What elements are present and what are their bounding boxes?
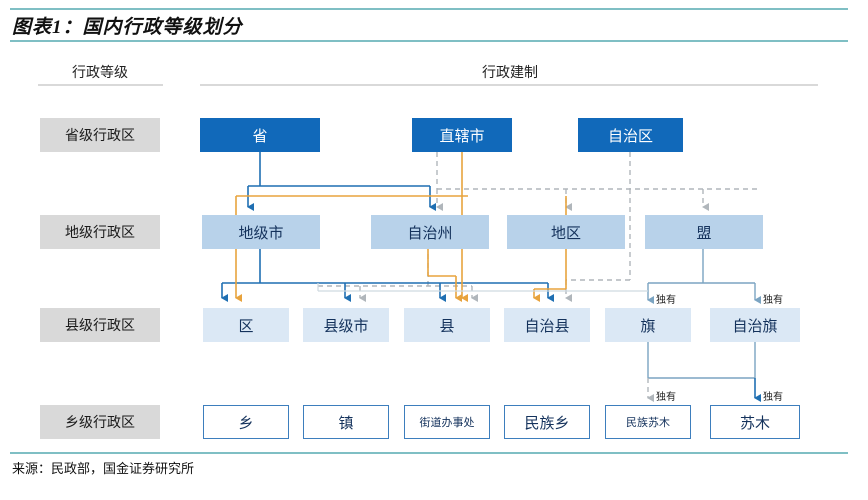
level-label-text: 省级行政区: [65, 129, 135, 144]
node-meng[interactable]: 盟: [645, 215, 763, 249]
column-header-system-rule: [200, 84, 818, 86]
node-xianjishi[interactable]: 县级市: [303, 308, 389, 342]
node-label: 地级市: [238, 225, 284, 242]
level-label-township: 乡级行政区: [40, 405, 160, 439]
node-zizhiqu[interactable]: 自治区: [578, 118, 683, 152]
title-divider: [10, 40, 848, 42]
level-label-text: 地级行政区: [65, 226, 135, 241]
node-label: 民族乡: [524, 415, 570, 432]
column-header-system: 行政建制: [482, 66, 538, 81]
level-label-county: 县级行政区: [40, 308, 160, 342]
column-header-level-rule: [38, 84, 163, 86]
node-minzuxiang[interactable]: 民族乡: [504, 405, 590, 439]
top-divider: [10, 8, 848, 10]
annotation-unique-minzusumu: 独有: [656, 392, 676, 403]
node-label: 苏木: [739, 415, 770, 432]
node-label: 区: [238, 318, 254, 335]
node-sumu[interactable]: 苏木: [710, 405, 800, 439]
node-label: 民族苏木: [626, 417, 670, 429]
node-label: 旗: [640, 318, 656, 335]
column-header-level: 行政等级: [72, 66, 128, 81]
node-jiedaobanshichu[interactable]: 街道办事处: [404, 405, 490, 439]
node-label: 乡: [238, 415, 254, 432]
annotation-unique-qi: 独有: [656, 295, 676, 306]
level-label-prefecture: 地级行政区: [40, 215, 160, 249]
node-dijishi[interactable]: 地级市: [202, 215, 320, 249]
node-label: 自治区: [607, 128, 653, 145]
level-label-text: 县级行政区: [65, 319, 135, 334]
page-title: 图表1：国内行政等级划分: [12, 17, 243, 38]
annotation-unique-sumu: 独有: [763, 392, 783, 403]
node-label: 街道办事处: [419, 417, 475, 429]
node-label: 地区: [550, 225, 581, 242]
node-zizhiqi[interactable]: 自治旗: [710, 308, 800, 342]
node-diqu[interactable]: 地区: [507, 215, 625, 249]
node-qu[interactable]: 区: [203, 308, 289, 342]
node-zizhixian[interactable]: 自治县: [504, 308, 590, 342]
node-label: 自治旗: [732, 318, 778, 335]
node-label: 自治州: [407, 225, 453, 242]
annotation-unique-zizhiqi: 独有: [763, 295, 783, 306]
node-xiang[interactable]: 乡: [203, 405, 289, 439]
node-label: 县级市: [323, 318, 369, 335]
source-note: 来源：民政部，国金证券研究所: [12, 461, 195, 476]
node-label: 自治县: [524, 318, 570, 335]
node-zhixiashi[interactable]: 直辖市: [412, 118, 512, 152]
level-label-province: 省级行政区: [40, 118, 160, 152]
bottom-divider: [10, 452, 848, 454]
level-label-text: 乡级行政区: [65, 416, 135, 431]
node-sheng[interactable]: 省: [200, 118, 320, 152]
node-minzusumu[interactable]: 民族苏木: [605, 405, 691, 439]
node-label: 直辖市: [439, 128, 485, 145]
node-zhen[interactable]: 镇: [303, 405, 389, 439]
node-label: 县: [439, 318, 455, 335]
node-label: 盟: [696, 225, 712, 242]
node-zizhizhou[interactable]: 自治州: [371, 215, 489, 249]
node-label: 镇: [338, 415, 354, 432]
node-label: 省: [252, 128, 268, 145]
node-xian[interactable]: 县: [404, 308, 490, 342]
node-qi[interactable]: 旗: [605, 308, 691, 342]
